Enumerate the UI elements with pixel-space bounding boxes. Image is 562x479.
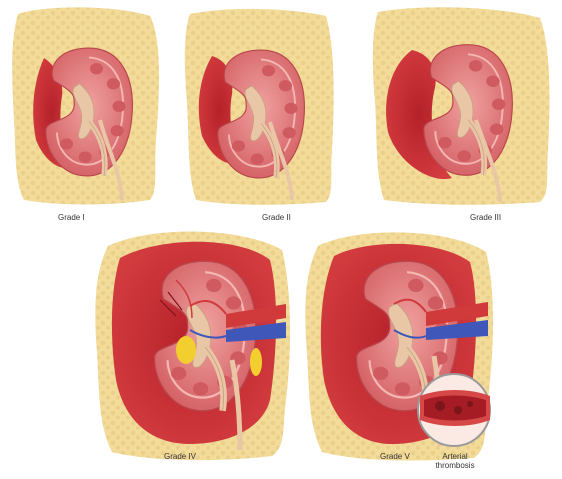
grade-1-illustration: [12, 7, 159, 204]
grade-1-label: Grade I: [58, 213, 85, 222]
grade-4-label: Grade IV: [164, 452, 196, 461]
grade-4-illustration: [95, 231, 290, 460]
arterial-thrombosis-callout: [418, 374, 490, 446]
grade-2-label: Grade II: [262, 213, 291, 222]
arterial-thrombosis-label-line-1: Arterial: [432, 452, 478, 461]
arterial-thrombosis-label-line-2: thrombosis: [432, 461, 478, 470]
arterial-thrombosis-label: Arterial thrombosis: [432, 452, 478, 470]
grade-3-illustration: [373, 7, 550, 205]
grade-3-label: Grade III: [470, 213, 501, 222]
grade-2-illustration: [185, 9, 334, 205]
grade-5-label: Grade V: [380, 452, 410, 461]
